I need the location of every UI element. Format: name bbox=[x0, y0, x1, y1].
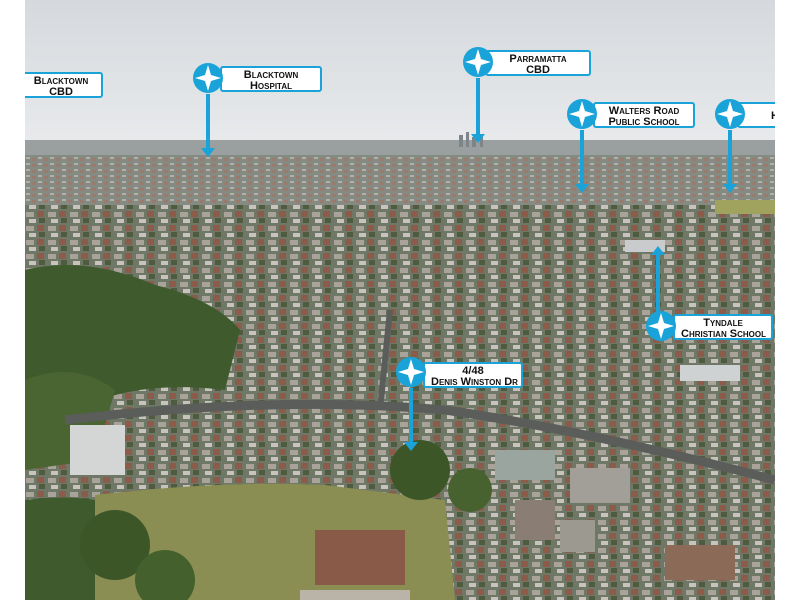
label-tyndale: Tyndale Christian School bbox=[673, 314, 773, 340]
arrow-property bbox=[409, 388, 413, 442]
compass-star-icon bbox=[396, 357, 426, 387]
label-blacktown-cbd: Blacktown CBD bbox=[25, 72, 103, 98]
compass-star-icon bbox=[715, 99, 745, 129]
arrow-edge bbox=[728, 130, 732, 184]
arrow-parramatta-cbd bbox=[476, 78, 480, 134]
label-property: 4/48 Denis Winston Dr bbox=[423, 362, 523, 388]
label-walters-road: Walters Road Public School bbox=[593, 102, 695, 128]
compass-star-icon bbox=[193, 63, 223, 93]
arrow-tyndale bbox=[656, 255, 660, 313]
arrowhead-parramatta-cbd bbox=[471, 134, 485, 143]
label-blacktown-hospital: Blacktown Hospital bbox=[220, 66, 322, 92]
arrowhead-edge bbox=[723, 184, 737, 193]
compass-star-icon bbox=[646, 311, 676, 341]
arrowhead-walters-road bbox=[575, 184, 589, 193]
arrowhead-blacktown-hospital bbox=[201, 148, 215, 157]
compass-star-icon bbox=[567, 99, 597, 129]
arrow-walters-road bbox=[580, 130, 584, 184]
compass-star-icon bbox=[463, 47, 493, 77]
aerial-scene bbox=[25, 0, 775, 600]
aerial-photo: Blacktown CBD Blacktown Hospital Parrama… bbox=[25, 0, 775, 600]
arrow-blacktown-hospital bbox=[206, 94, 210, 148]
arrowhead-property bbox=[404, 442, 418, 451]
arrowhead-tyndale bbox=[651, 246, 665, 255]
label-parramatta-cbd: Parramatta CBD bbox=[485, 50, 591, 76]
